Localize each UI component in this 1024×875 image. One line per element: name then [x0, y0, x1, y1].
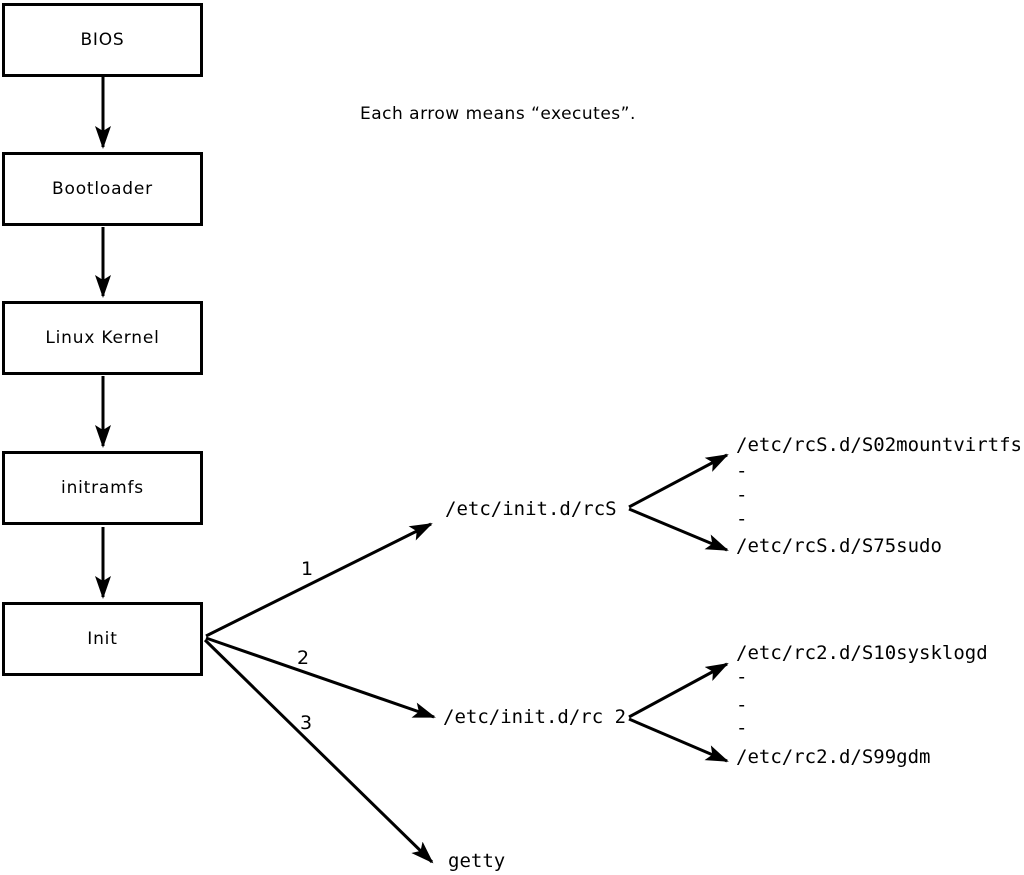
arrow-init-to-rcS — [205, 522, 433, 638]
rc2-dots-2: - — [736, 694, 748, 716]
arrow-rcS-to-first-script — [628, 453, 729, 509]
node-linux-kernel: Linux Kernel — [2, 301, 203, 375]
arrow-init-to-getty — [203, 638, 434, 864]
node-initramfs-label: initramfs — [61, 478, 144, 498]
rc2-script-first: /etc/rc2.d/S10sysklogd — [736, 642, 988, 664]
node-init-label: Init — [87, 629, 118, 649]
rc2-script-last: /etc/rc2.d/S99gdm — [736, 746, 931, 768]
node-bios: BIOS — [2, 3, 203, 77]
rcS-script-last: /etc/rcS.d/S75sudo — [736, 535, 942, 557]
node-initramfs: initramfs — [2, 451, 203, 525]
node-bios-label: BIOS — [80, 30, 125, 50]
arrow-rcS-to-last-script — [628, 507, 729, 552]
node-rcS: /etc/init.d/rcS — [445, 498, 617, 520]
node-bootloader-label: Bootloader — [52, 179, 153, 199]
node-init: Init — [2, 602, 203, 676]
rcS-dots-1: - — [736, 460, 748, 482]
node-bootloader: Bootloader — [2, 152, 203, 226]
arrow-rc2-to-last-script — [628, 717, 729, 763]
branch-order-2: 2 — [297, 647, 310, 669]
node-getty: getty — [448, 850, 506, 872]
node-rc2: /etc/init.d/rc 2 — [443, 706, 627, 728]
branch-order-3: 3 — [300, 712, 313, 734]
legend-note: Each arrow means “executes”. — [360, 104, 636, 124]
rc2-dots-1: - — [736, 666, 748, 688]
arrow-rc2-to-first-script — [628, 662, 729, 719]
rc2-dots-3: - — [736, 717, 748, 739]
rcS-dots-2: - — [736, 484, 748, 506]
branch-order-1: 1 — [301, 558, 314, 580]
rcS-dots-3: - — [736, 508, 748, 530]
rcS-script-first: /etc/rcS.d/S02mountvirtfs — [736, 434, 1022, 456]
node-linux-kernel-label: Linux Kernel — [45, 328, 160, 348]
arrow-init-to-rc2 — [205, 636, 436, 719]
